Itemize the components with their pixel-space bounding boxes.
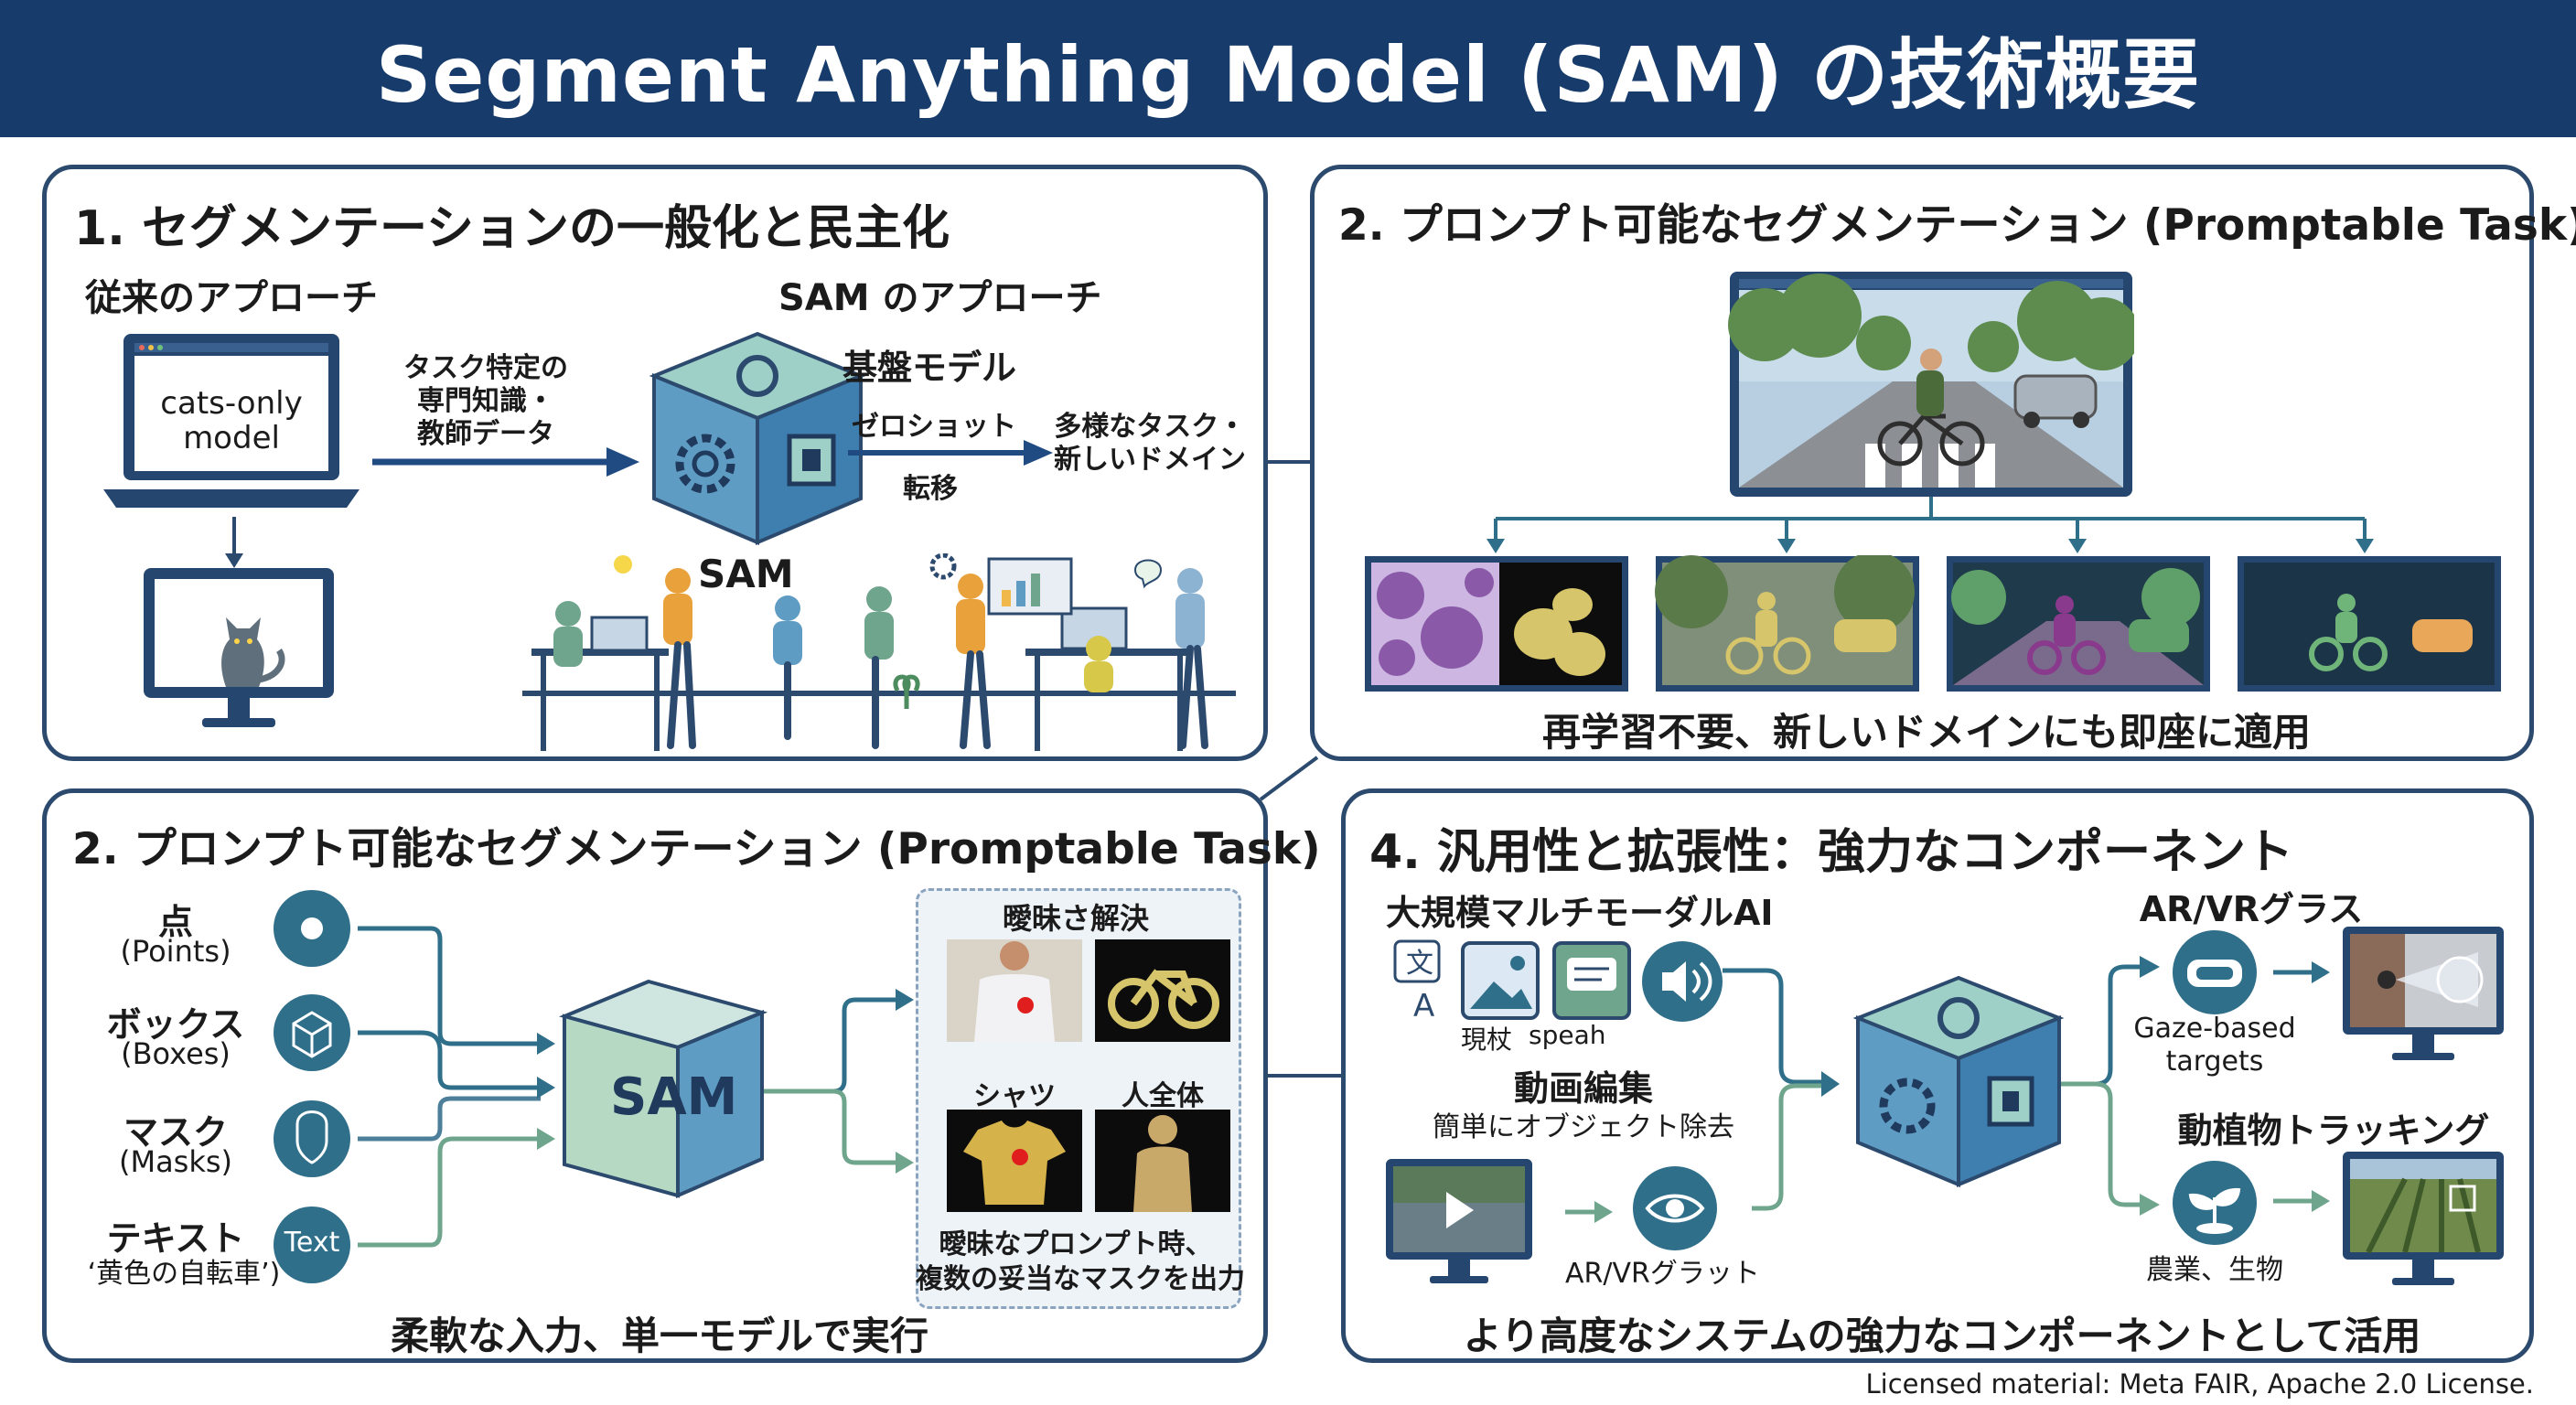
speaker-icon [1642, 941, 1723, 1022]
street-mask-panel-3 [2238, 556, 2501, 692]
video-editing-graphic [1386, 1159, 1717, 1283]
icon-caption-1: 現杖 [1461, 1024, 1513, 1055]
task-specific-line-3: 教師データ [417, 418, 554, 450]
connector-2-3 [1259, 756, 1319, 801]
input-points-en: (Points) [120, 934, 231, 969]
transfer-label: 転移 [903, 473, 958, 505]
panel-promptable-inputs: 2. プロンプト可能なセグメンテーション (Promptable Task) 点… [42, 788, 1321, 1363]
sam-cube-label: SAM [698, 552, 794, 596]
ambiguity-note-2: 複数の妥当なマスクを出力 [916, 1263, 1245, 1295]
panel-title: 1. セグメンテーションの一般化と民主化 [74, 201, 950, 256]
people-collaboration-illustration [522, 553, 1236, 751]
down-arrow-icon [225, 517, 243, 568]
arvr-glasses-title: AR/VRグラス [2139, 889, 2364, 929]
input-boxes-label: ボックス [106, 1004, 245, 1045]
sam-approach-label: SAM のアプローチ [778, 277, 1102, 319]
multimodal-icons: 文A [1393, 939, 1723, 1024]
panel2-caption: 再学習不要、新しいドメインにも即座に適用 [1541, 710, 2311, 755]
svg-text:A: A [1413, 988, 1434, 1024]
diverse-tasks-line-1: 多様なタスク・ [1054, 411, 1246, 443]
shirt-label: シャツ [973, 1080, 1056, 1112]
zero-shot-label: ゼロショット [852, 411, 1016, 443]
input-points-label: 点 [157, 902, 193, 942]
gaze-targets-1: Gaze-based [2133, 1013, 2296, 1045]
central-flow-arrows [1723, 956, 2330, 1216]
foundation-model-label: 基盤モデル [843, 348, 1017, 388]
microscopy-mask-panel [1365, 556, 1628, 692]
arrow-to-tasks [848, 440, 1053, 466]
person-shirt-photo [947, 939, 1082, 1042]
tracking-sub: 農業、生物 [2146, 1254, 2283, 1286]
sam-cube-icon [1852, 975, 2065, 1188]
tracking-title: 動植物トラッキング [2177, 1110, 2490, 1151]
task-specific-line-1: タスク特定の [403, 352, 568, 384]
svg-text:文: 文 [1406, 948, 1433, 980]
input-text-label: テキスト [106, 1218, 245, 1259]
chat-icon [1552, 941, 1631, 1020]
panel-title: 2. プロンプト可能なセグメンテーション (Promptable Task) [1338, 200, 2576, 251]
translate-icon: 文A [1393, 939, 1441, 1024]
vr-headset-icon [2173, 930, 2257, 1014]
shirt-mask [947, 1110, 1082, 1212]
image-icon [1461, 941, 1540, 1020]
gaze-targets-2: targets [2165, 1046, 2264, 1078]
icon-caption-2: speah [1529, 1020, 1606, 1050]
cats-only-model-text-1: cats-only [160, 385, 303, 422]
input-masks-en: (Masks) [118, 1144, 233, 1179]
task-specific-line-2: 専門知識・ [417, 385, 554, 417]
sam-label: SAM [610, 1067, 738, 1127]
ambiguity-note-1: 曖昧なプロンプト時、 [939, 1228, 1213, 1260]
diverse-tasks-line-2: 新しいドメイン [1054, 444, 1246, 476]
input-icons-and-arrows [274, 890, 914, 1283]
panel-title: 4. 汎用性と拡張性：強力なコンポーネント [1369, 825, 2294, 880]
input-masks-label: マスク [123, 1112, 228, 1153]
panel3-caption: 柔軟な入力、単一モデルで実行 [390, 1314, 928, 1358]
crop-field-monitor [2343, 1152, 2504, 1285]
plant-icon [2173, 1161, 2257, 1245]
page-title: Segment Anything Model (SAM) の技術概要 [375, 29, 2201, 120]
arvr-grat-label: AR/VRグラット [1565, 1258, 1760, 1290]
title-bar: Segment Anything Model (SAM) の技術概要 [0, 0, 2576, 137]
video-edit-sub: 簡単にオブジェクト除去 [1433, 1111, 1734, 1143]
cats-only-model-text-2: model [183, 420, 280, 456]
sam-cube-icon [649, 331, 866, 546]
eye-tracking-monitor [2343, 927, 2504, 1060]
sam-cube-icon [559, 979, 768, 1199]
video-edit-title: 動画編集 [1513, 1068, 1653, 1109]
street-mask-panel-1 [1655, 555, 1919, 692]
street-mask-panel-2 [1947, 556, 2210, 692]
license-footer: Licensed material: Meta FAIR, Apache 2.0… [1865, 1368, 2535, 1400]
bicycle-mask [1095, 939, 1230, 1042]
input-boxes-en: (Boxes) [121, 1036, 231, 1071]
person-mask [1095, 1110, 1230, 1212]
branch-arrows [1487, 497, 2374, 553]
arrow-to-sam [372, 447, 639, 477]
panel-title: 2. プロンプト可能なセグメンテーション (Promptable Task) [72, 824, 1321, 874]
whole-person-label: 人全体 [1122, 1080, 1204, 1112]
ambiguity-title: 曖昧さ解決 [1002, 901, 1149, 936]
panel4-caption: より高度なシステムの強力なコンポーネントとして活用 [1463, 1314, 2421, 1358]
cat-monitor-icon [144, 568, 334, 727]
panel-generalization: 1. セグメンテーションの一般化と民主化 従来のアプローチ SAM のアプローチ… [42, 165, 1268, 761]
multimodal-ai-label: 大規模マルチモーダルAI [1386, 893, 1774, 933]
laptop-icon [103, 334, 360, 508]
input-text-example: ‘黄色の自転車’) [87, 1258, 281, 1290]
traditional-approach-label: 従来のアプローチ [85, 277, 378, 319]
text-prompt-icon: Text [284, 1227, 340, 1259]
street-scene-monitor [1728, 272, 2134, 497]
panel-promptable-domains: 2. プロンプト可能なセグメンテーション (Promptable Task) [1310, 165, 2576, 761]
